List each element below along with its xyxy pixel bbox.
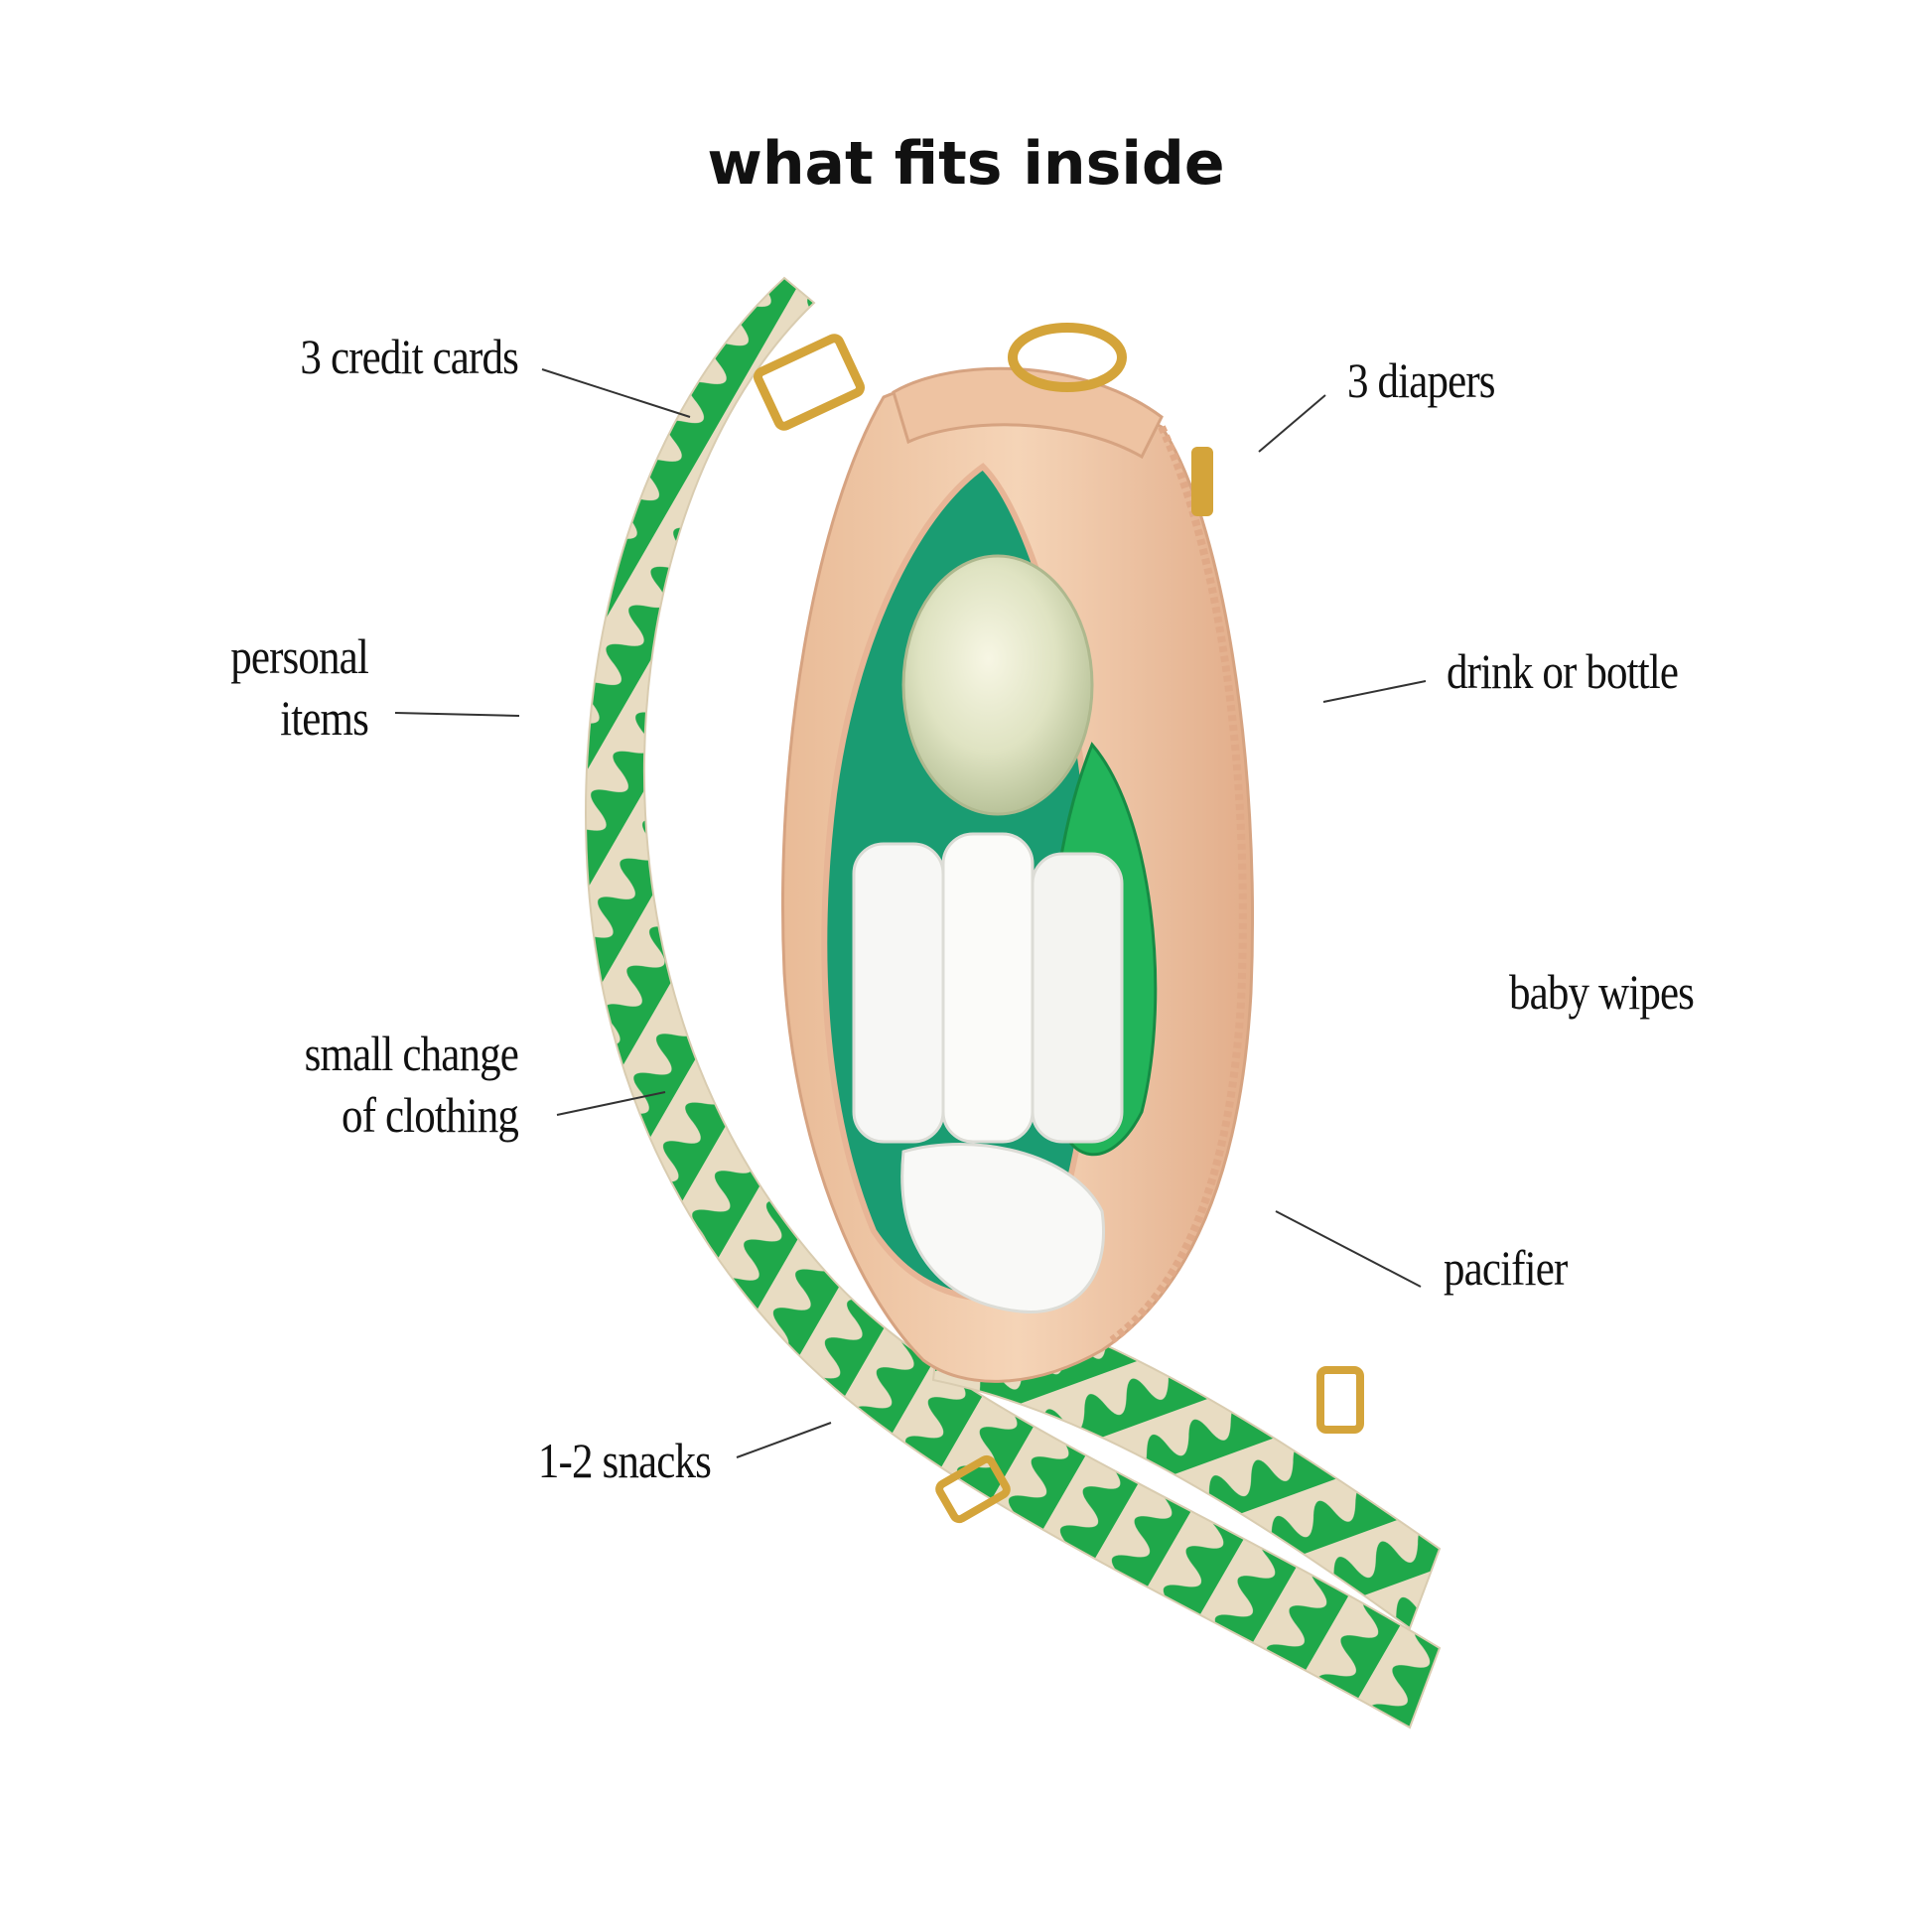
label-change-clothing: small change of clothing [304,1026,519,1143]
label-diapers: 3 diapers [1347,352,1496,408]
label-personal-items: personal items [230,628,369,746]
label-snacks: 1-2 snacks [537,1433,712,1488]
clothing-bundle [900,1143,1105,1313]
label-baby-wipes: baby wipes [1509,964,1695,1020]
diapers [852,832,1124,1144]
hardware [754,323,1364,1524]
page-title: what fits inside [707,129,1225,199]
bottle [901,554,1094,816]
label-pacifier: pacifier [1444,1240,1568,1296]
label-drink-or-bottle: drink or bottle [1447,643,1679,699]
leader-lines [394,368,1427,1458]
label-credit-cards: 3 credit cards [300,329,518,384]
